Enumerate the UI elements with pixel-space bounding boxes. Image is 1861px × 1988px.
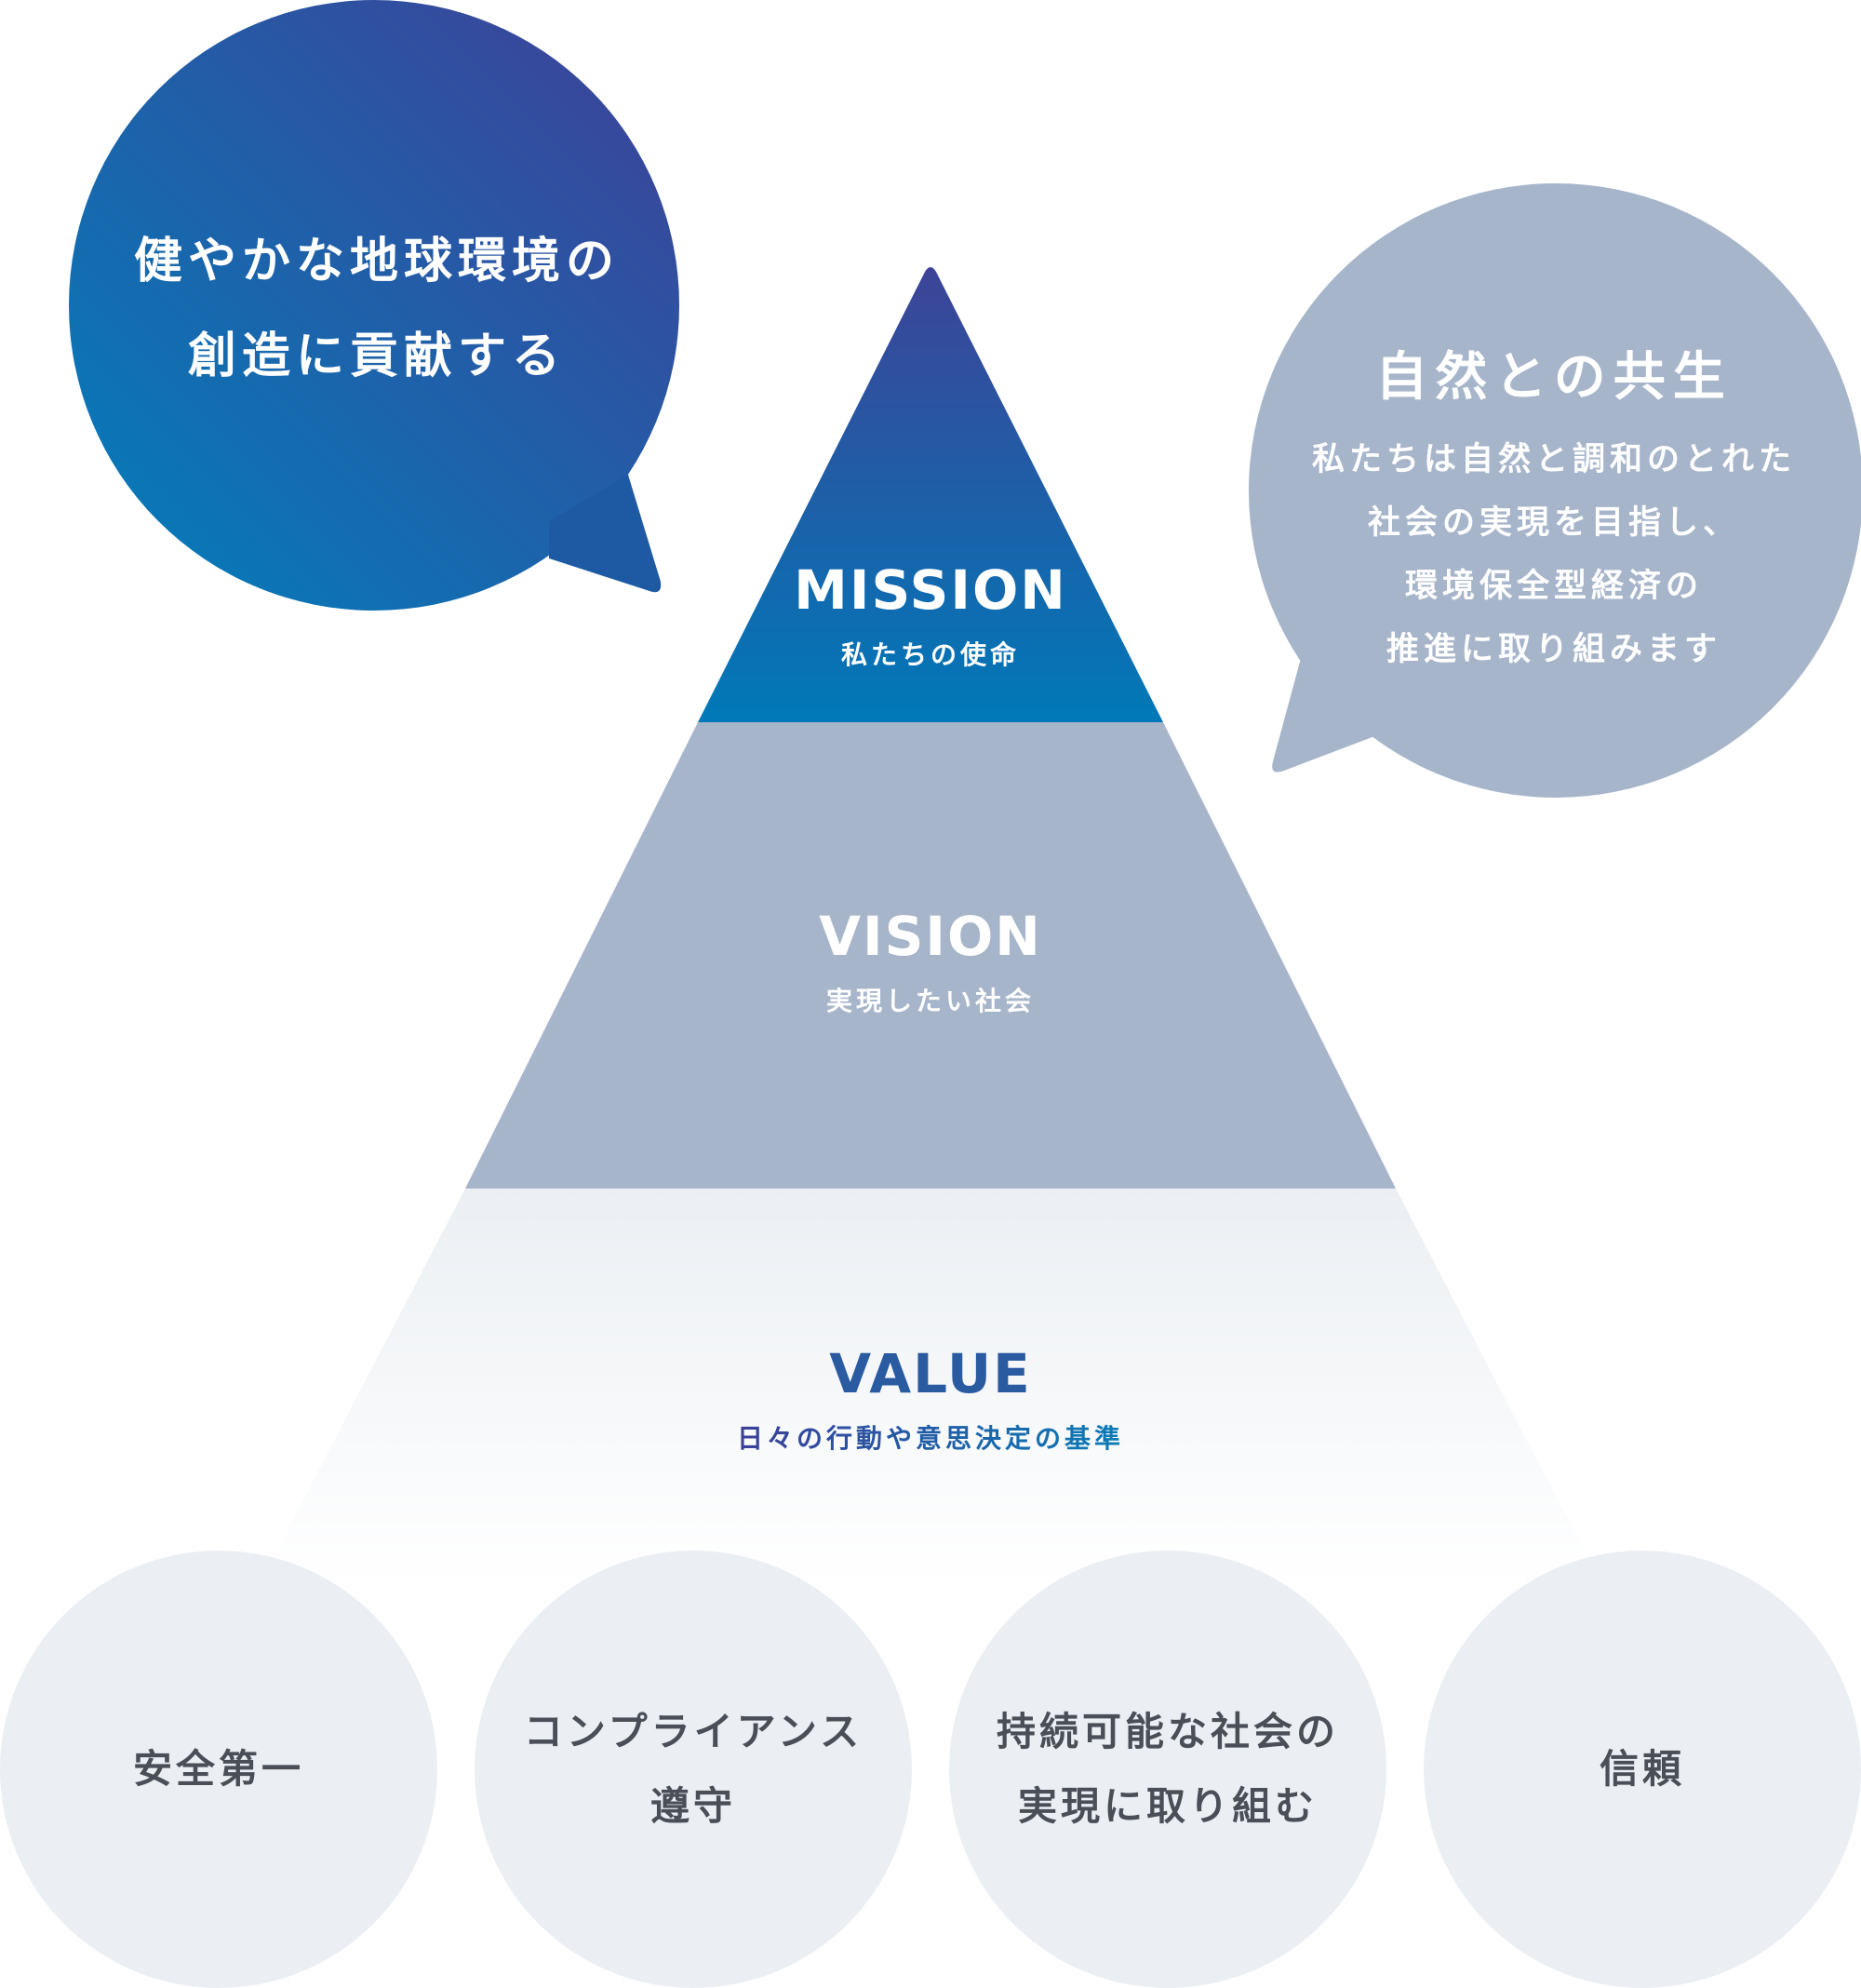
value-circle-safety: 安全第一 xyxy=(0,1551,437,1988)
mission-subtitle: 私たちの使命 xyxy=(840,639,1020,670)
value-circle-text: 信頼 xyxy=(1599,1746,1685,1792)
mission-label: MISSION 私たちの使命 xyxy=(558,558,1303,672)
value-circle-text: 安全第一 xyxy=(132,1746,304,1792)
value-circle-text: 実現に取り組む xyxy=(1017,1783,1318,1829)
mission-bubble xyxy=(69,0,679,611)
vision-bubble-line: 社会の実現を目指し、 xyxy=(1367,504,1740,542)
value-circle-text: 遵守 xyxy=(649,1783,736,1829)
vision-bubble-text: 自然との共生 私たちは自然と調和のとれた 社会の実現を目指し、 環境保全型経済の… xyxy=(1247,0,1861,838)
vision-label: VISION 実現したい社会 xyxy=(558,905,1303,1018)
value-circle-compliance: コンプライアンス遵守 xyxy=(475,1551,912,1988)
vision-bubble-line: 推進に取り組みます xyxy=(1386,631,1721,668)
mission-title: MISSION xyxy=(794,558,1067,622)
vision-title: VISION xyxy=(819,905,1042,968)
vision-bubble xyxy=(1249,183,1861,798)
vision-subtitle: 実現したい社会 xyxy=(825,986,1035,1016)
vision-bubble-body: 私たちは自然と調和のとれた 社会の実現を目指し、 環境保全型経済の 推進に取り組… xyxy=(1247,428,1861,681)
value-circle-trust: 信頼 xyxy=(1424,1551,1861,1988)
value-circle-sustainability: 持続可能な社会の実現に取り組む xyxy=(949,1551,1386,1988)
mission-bubble-line: 健やかな地球環境の xyxy=(133,234,620,289)
vision-bubble-heading: 自然との共生 xyxy=(1375,347,1733,408)
mission-bubble-line: 創造に貢献する xyxy=(187,329,566,384)
vision-bubble-line: 私たちは自然と調和のとれた xyxy=(1311,441,1796,478)
value-subtitle: 日々の行動や意思決定の基準 xyxy=(736,1423,1124,1454)
value-circle-text: 持続可能な社会の xyxy=(996,1709,1339,1754)
vision-bubble-line: 環境保全型経済の xyxy=(1404,568,1703,605)
value-title: VALUE xyxy=(829,1342,1032,1405)
vision-tier xyxy=(465,722,1396,1189)
mission-bubble-text: 健やかな地球環境の 創造に貢献する xyxy=(56,214,698,404)
value-tier xyxy=(261,1189,1600,1582)
value-circle-text: コンプライアンス xyxy=(523,1709,864,1754)
mission-tier xyxy=(698,267,1163,722)
value-label: VALUE 日々の行動や意思決定の基準 xyxy=(558,1342,1303,1456)
